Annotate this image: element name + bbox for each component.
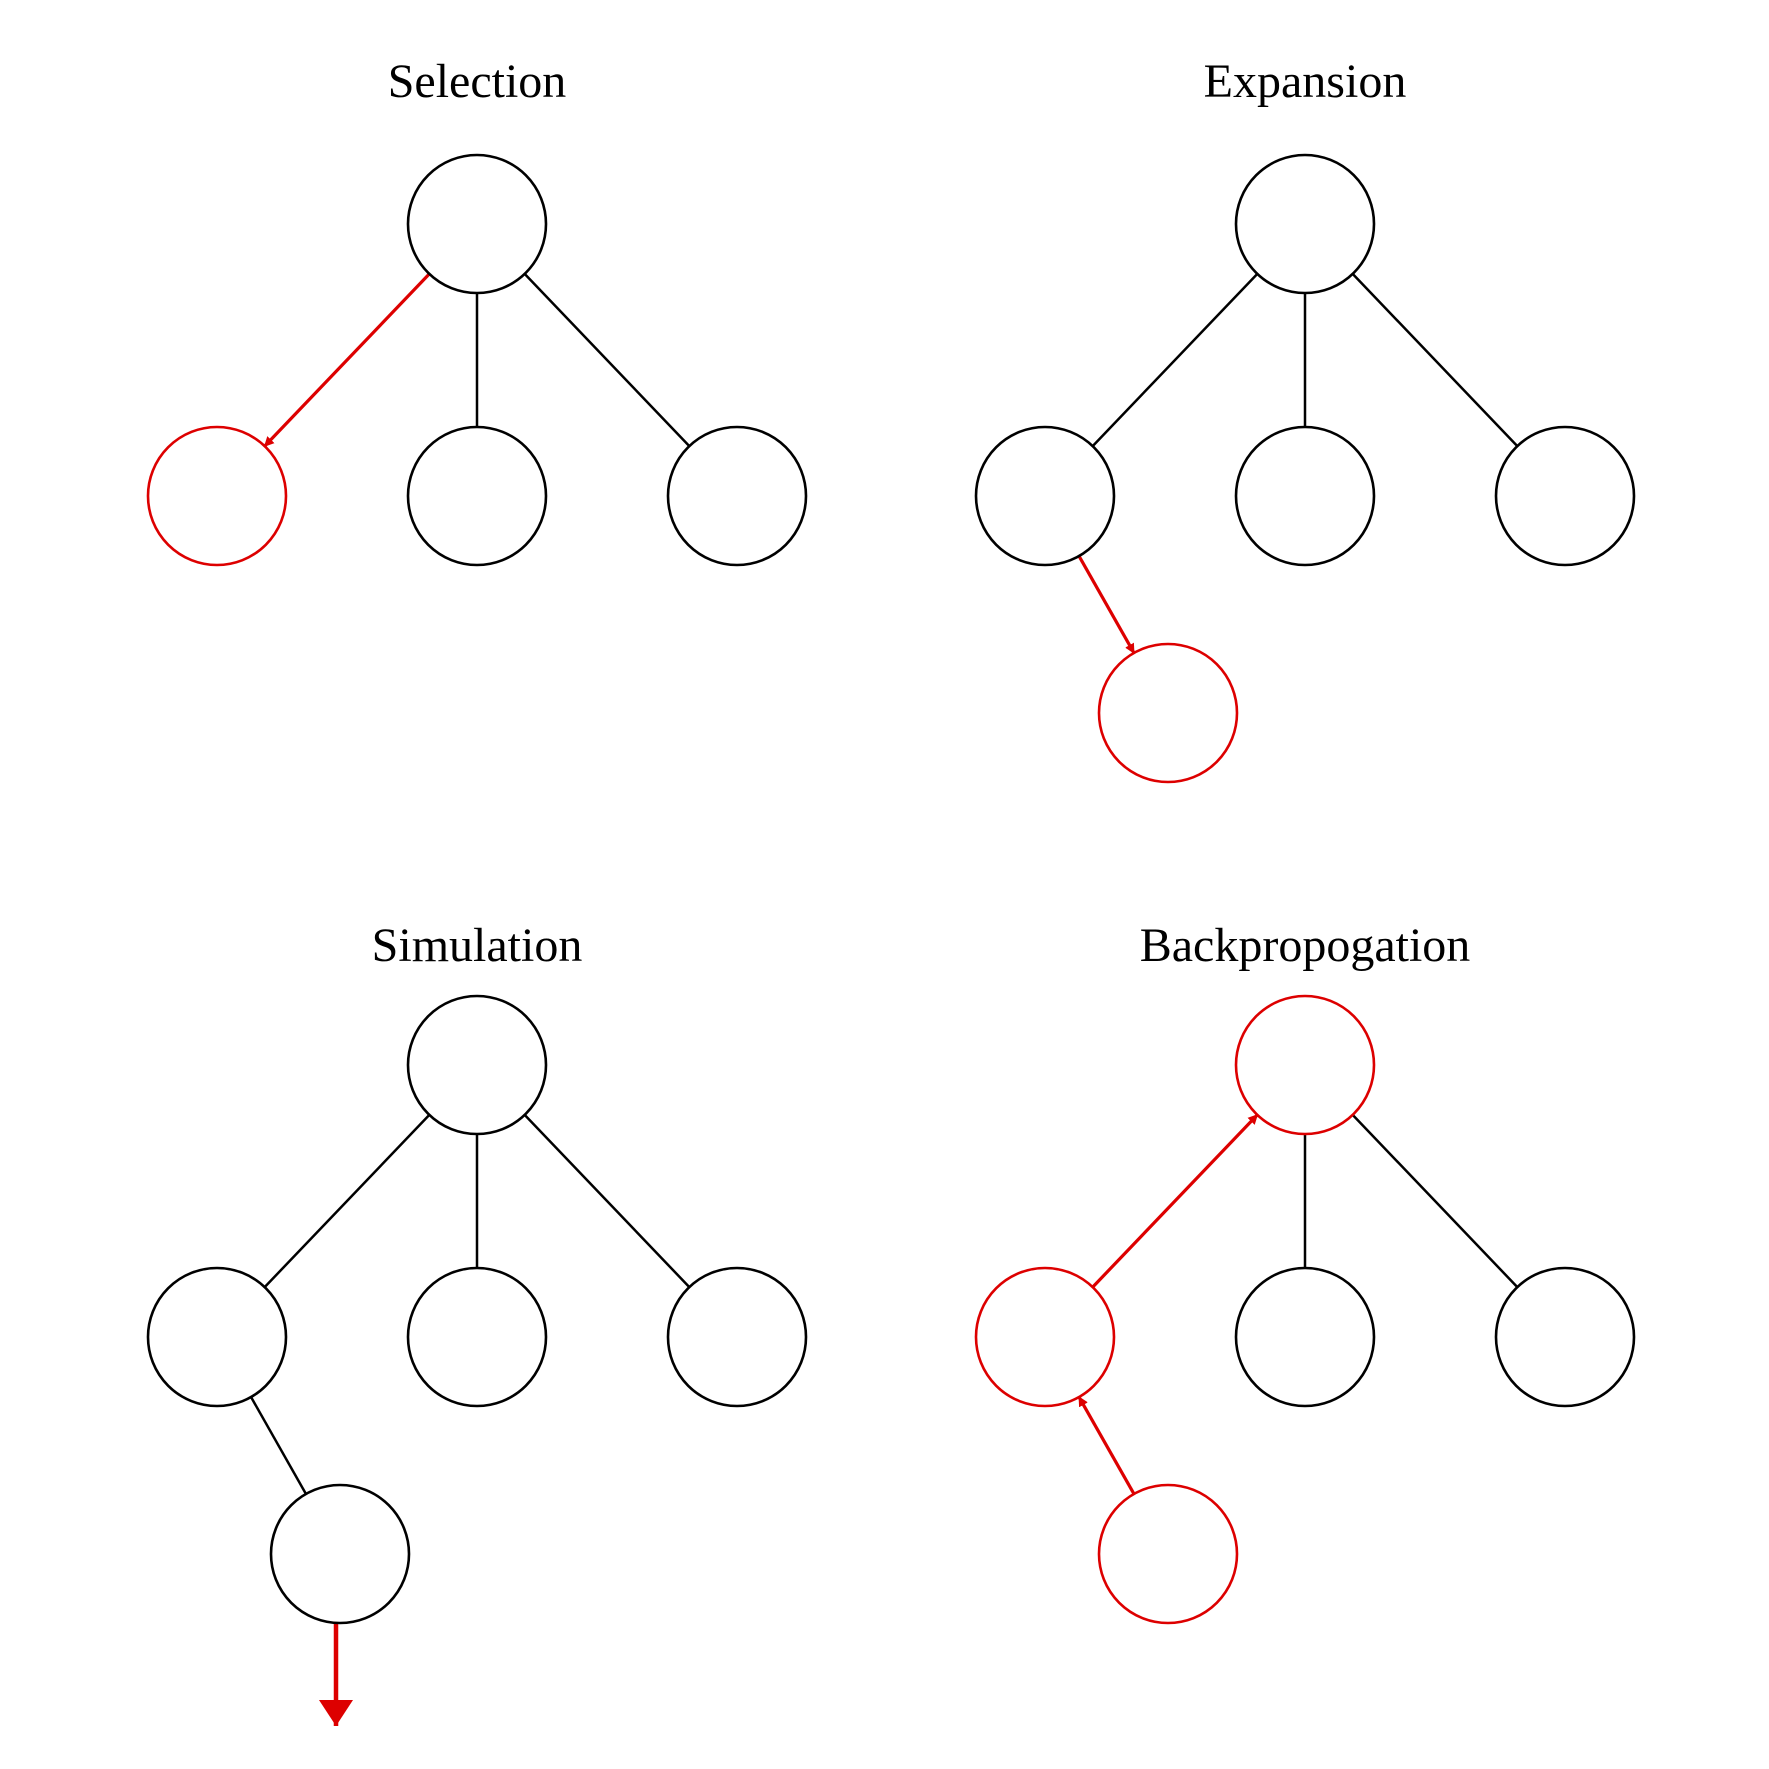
node-selection-mid <box>406 425 548 567</box>
node-backpropogation-right <box>1494 1266 1636 1408</box>
node-selection-right <box>666 425 808 567</box>
node-simulation-root <box>406 994 548 1136</box>
edges-layer <box>249 272 1519 1726</box>
edge-backpropogation-root-right <box>1351 1114 1519 1288</box>
node-expansion-root <box>1234 153 1376 295</box>
edge-simulation-root-left <box>263 1114 431 1288</box>
node-expansion-mid <box>1234 425 1376 567</box>
node-backpropogation-leaf <box>1097 1483 1239 1625</box>
panel-title-selection: Selection <box>388 55 567 108</box>
edge-expansion-left-leaf-arrow <box>1077 555 1136 654</box>
node-selection-left <box>146 425 288 567</box>
edge-simulation-root-right <box>523 1114 691 1288</box>
node-simulation-left <box>146 1266 288 1408</box>
nodes-layer <box>146 153 1636 1625</box>
edge-backpropogation-root-left-arrow <box>1091 1113 1259 1289</box>
edge-expansion-root-right <box>1351 273 1519 447</box>
node-simulation-leaf <box>269 1483 411 1625</box>
node-expansion-left <box>974 425 1116 567</box>
node-selection-root <box>406 153 548 295</box>
edge-simulation-left-leaf <box>249 1396 308 1495</box>
edge-selection-root-right <box>523 273 691 447</box>
node-backpropogation-mid <box>1234 1266 1376 1408</box>
node-expansion-leaf <box>1097 642 1239 784</box>
node-simulation-mid <box>406 1266 548 1408</box>
node-backpropogation-root <box>1234 994 1376 1136</box>
edge-backpropogation-left-leaf-arrow <box>1077 1396 1136 1495</box>
panel-title-simulation: Simulation <box>372 919 583 972</box>
edge-expansion-root-left <box>1091 273 1259 447</box>
node-expansion-right <box>1494 425 1636 567</box>
node-simulation-right <box>666 1266 808 1408</box>
panel-title-backpropogation: Backpropogation <box>1140 919 1471 972</box>
node-backpropogation-left <box>974 1266 1116 1408</box>
edge-selection-root-left-arrow <box>263 272 431 448</box>
panel-title-expansion: Expansion <box>1204 55 1407 108</box>
